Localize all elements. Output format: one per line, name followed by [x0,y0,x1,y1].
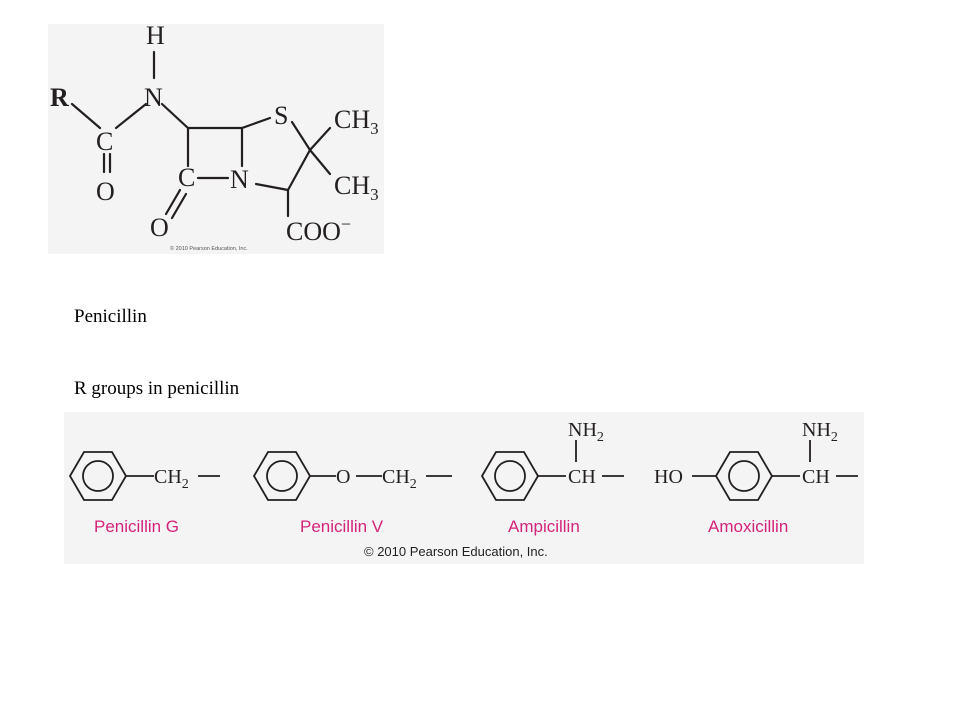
bond-n-ccoo [254,182,290,192]
bond-r-c [70,102,102,130]
caption-r-groups: R groups in penicillin [74,378,240,399]
bond-c2-s [240,116,272,130]
atom-h: H [146,24,165,50]
caption-penicillin: Penicillin [74,306,147,327]
atom-r: R [50,83,69,112]
r-groups-copyright: © 2010 Pearson Education, Inc. [364,544,548,559]
bond-n-c1 [160,102,190,130]
bond-n-c [114,102,148,130]
bond-cq-ch3-top [308,126,332,152]
atom-c-carbonyl: C [96,127,113,156]
atom-s: S [274,101,288,130]
group-amp-ch: CH [568,466,596,488]
bond-s-cq [290,120,312,152]
label-penicillin-g: Penicillin G [94,517,179,536]
benzene-circle-v [266,460,298,492]
r-groups-svg: CH2 O CH2 NH2 CH HO NH2 CH Penicillin G … [68,419,858,559]
benzene-ring-g [68,451,128,501]
penicillin-core-svg: H R N C O S CH3 CH3 C N O COO− © 2010 Pe… [50,21,379,252]
atom-ch3-bottom: CH3 [334,171,379,204]
atom-o-carbonyl: O [96,177,115,206]
atom-ch3-top: CH3 [334,105,379,138]
group-amox-ch: CH [802,466,830,488]
bond-cq-ccoo [286,148,312,192]
penicillin-core-structure: H R N C O S CH3 CH3 C N O COO− © 2010 Pe… [48,21,384,254]
group-amp-nh2: NH2 [568,419,604,445]
benzene-ring-amox [714,451,774,501]
bond-clactam-o-2 [170,192,188,220]
group-g-ch2: CH2 [154,466,189,492]
bond-clactam-o-1 [164,188,182,216]
benzene-circle-amox [728,460,760,492]
group-amox-nh2: NH2 [802,419,838,445]
core-copyright: © 2010 Pearson Education, Inc. [170,245,248,252]
benzene-circle-g [82,460,114,492]
benzene-ring-v [252,451,312,501]
atom-o-lactam: O [150,213,169,242]
bond-cq-ch3-bottom [308,148,332,176]
group-amox-ho: HO [654,466,683,488]
atom-n-ring: N [230,165,249,194]
label-ampicillin: Ampicillin [508,517,580,536]
r-groups-panel: CH2 O CH2 NH2 CH HO NH2 CH Penicillin G … [64,412,864,564]
atom-n-amide: N [144,83,163,112]
benzene-circle-amp [494,460,526,492]
group-v-o: O [336,466,350,488]
atom-coo: COO− [286,214,351,246]
benzene-ring-amp [480,451,540,501]
label-penicillin-v: Penicillin V [300,517,384,536]
atom-c-lactam: C [178,163,195,192]
group-v-ch2: CH2 [382,466,417,492]
label-amoxicillin: Amoxicillin [708,517,788,536]
